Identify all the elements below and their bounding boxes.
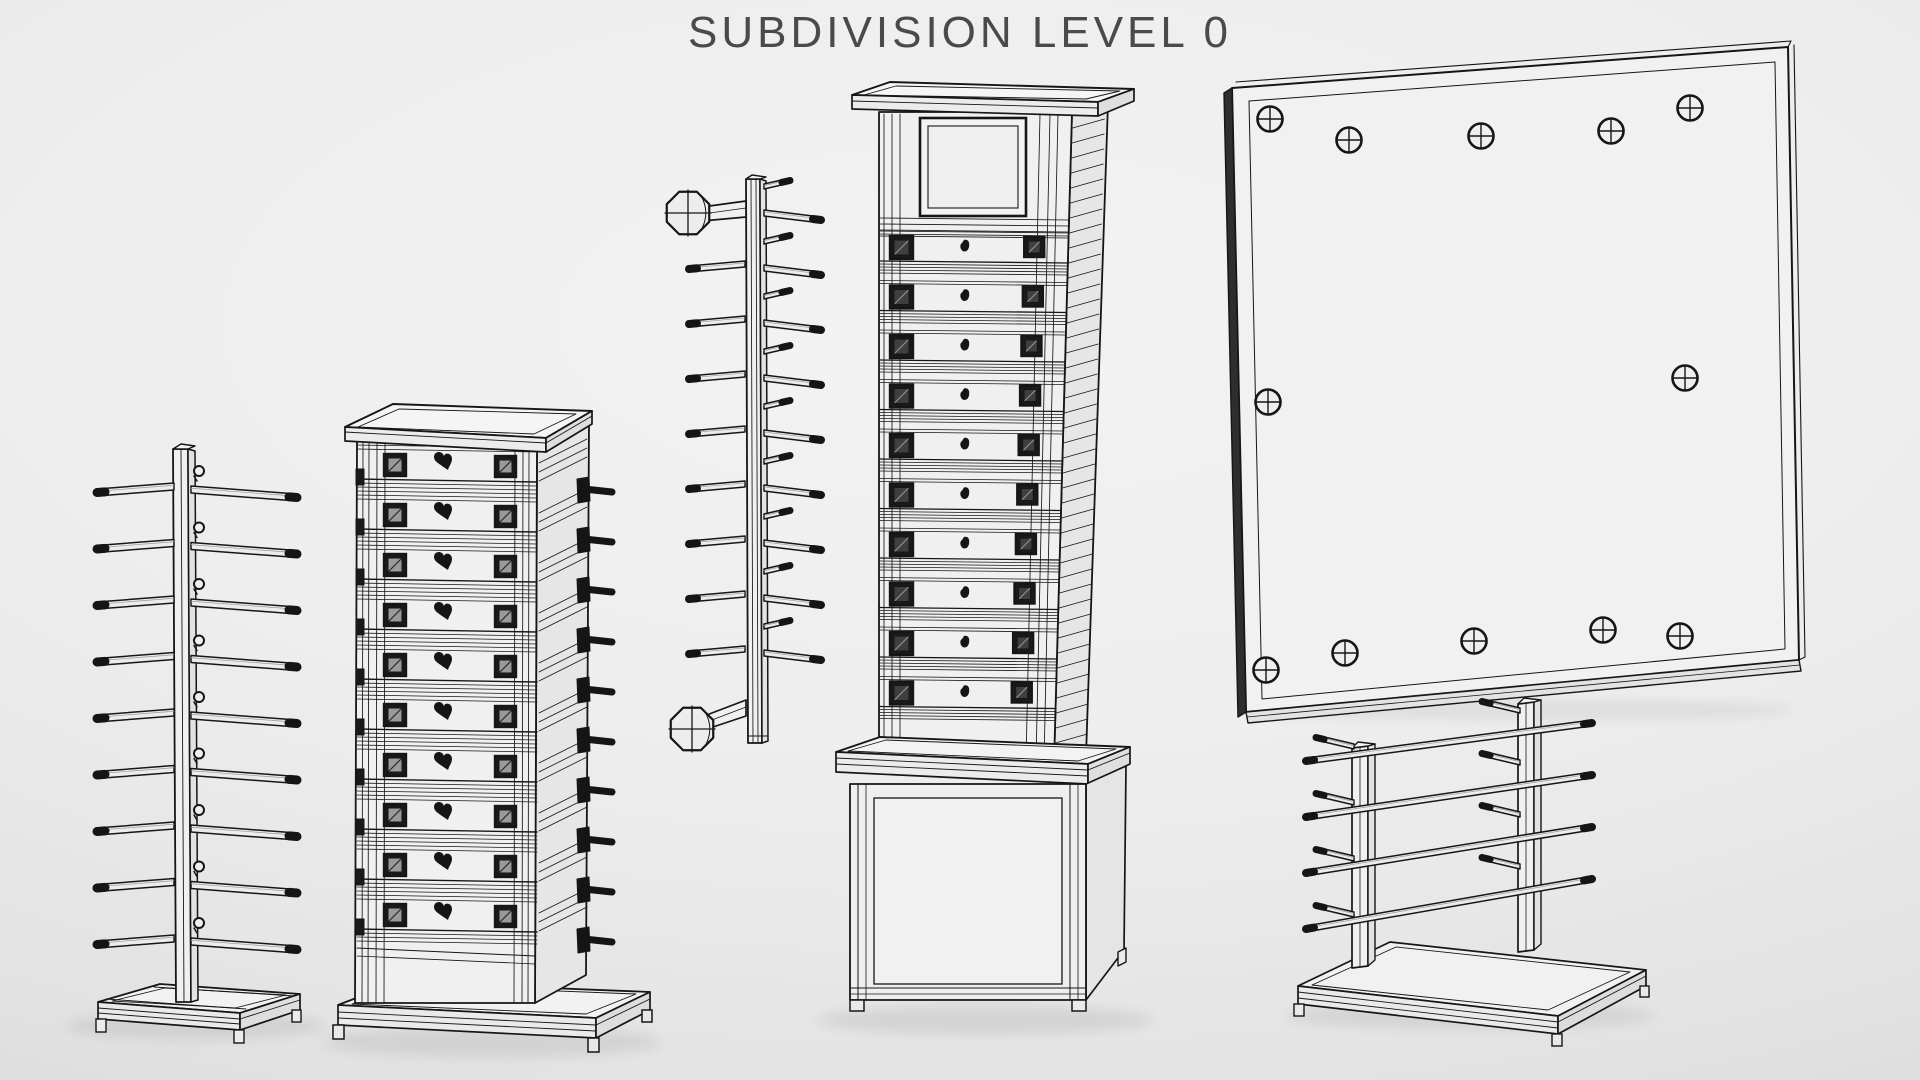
single-pole-peg-stand	[66, 443, 326, 1044]
page-title: SUBDIVISION LEVEL 0	[688, 8, 1232, 57]
peg-pole-with-knobs	[664, 174, 825, 753]
pegboard-panel	[1223, 40, 1806, 724]
double-post-rack	[1285, 697, 1655, 1047]
display-tower-on-counter	[817, 81, 1153, 1035]
display-tower	[322, 403, 662, 1058]
